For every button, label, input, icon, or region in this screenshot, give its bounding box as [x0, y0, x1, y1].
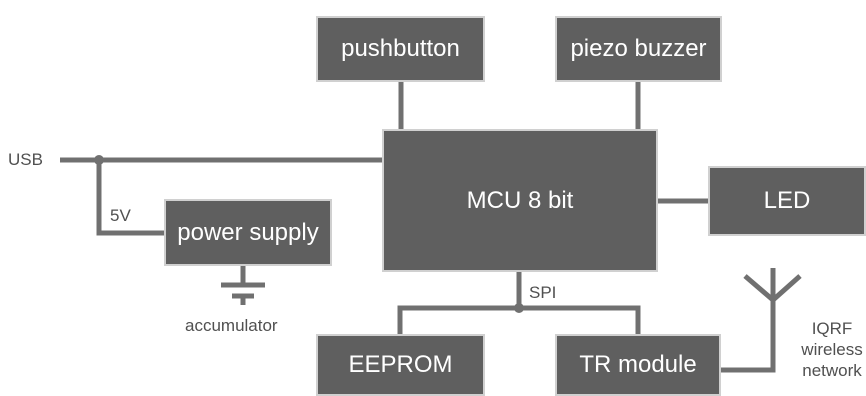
mcu-block: MCU 8 bit	[382, 129, 658, 272]
usb-junction-dot	[94, 155, 104, 165]
iqrf-network-label: IQRF wireless network	[798, 318, 866, 381]
usb-label: USB	[8, 150, 43, 169]
battery-icon	[221, 282, 265, 305]
pushbutton-block: pushbutton	[316, 16, 485, 82]
piezo-buzzer-block: piezo buzzer	[555, 16, 722, 82]
power-supply-block: power supply	[164, 199, 332, 266]
accumulator-label: accumulator	[185, 316, 278, 335]
pushbutton-label: pushbutton	[341, 35, 460, 62]
spi-junction-dot	[514, 303, 524, 313]
led-label: LED	[763, 187, 811, 214]
led-block: LED	[708, 166, 866, 236]
mcu-label: MCU 8 bit	[466, 186, 574, 214]
spi-label: SPI	[529, 283, 557, 302]
iqrf-label-line2: wireless	[801, 340, 863, 359]
iqrf-label-line3: network	[802, 361, 862, 380]
tr-module-label: TR module	[579, 351, 697, 378]
piezo-buzzer-label: piezo buzzer	[570, 35, 707, 62]
eeprom-label: EEPROM	[348, 351, 453, 378]
iqrf-label-line1: IQRF	[811, 319, 853, 338]
five-v-label: 5V	[110, 206, 131, 225]
five-v-wire	[96, 160, 166, 236]
power-supply-label: power supply	[177, 218, 319, 246]
antenna-wire	[718, 300, 776, 373]
tr-module-block: TR module	[555, 334, 721, 396]
antenna-icon	[743, 268, 802, 302]
eeprom-block: EEPROM	[316, 334, 485, 396]
